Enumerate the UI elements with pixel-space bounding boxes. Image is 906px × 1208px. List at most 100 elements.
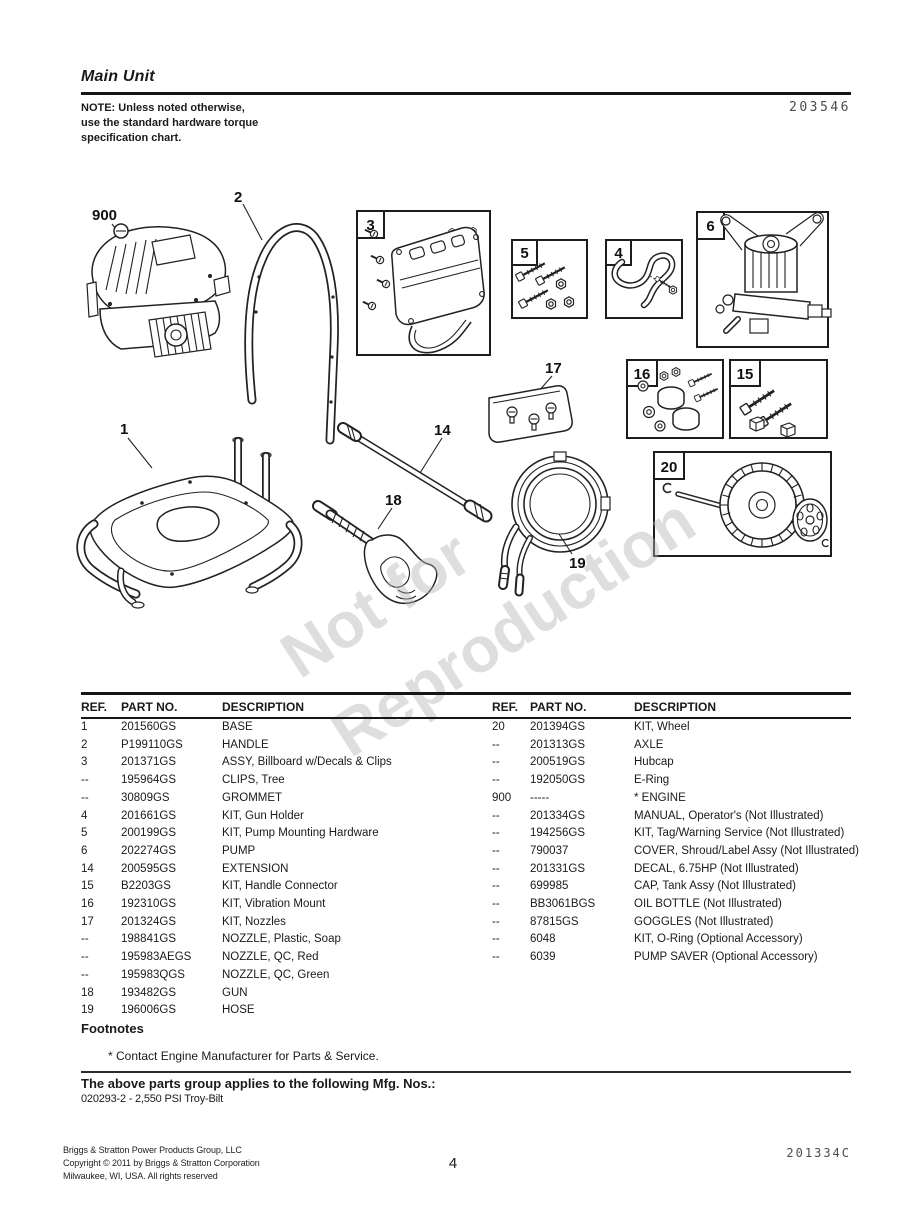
footer-doc-code: 201334C [786,1146,851,1160]
table-cell: 194256GS [530,827,585,840]
col-header-description: DESCRIPTION [222,700,305,714]
table-cell: PUMP [222,844,256,857]
table-cell: KIT, Handle Connector [222,880,338,893]
table-cell: 6 [81,844,88,857]
table-cell: 19 [81,1004,94,1017]
table-cell: -- [492,898,500,911]
table-cell: NOZZLE, QC, Red [222,951,319,964]
table-cell: 3 [81,756,88,769]
col-header-ref: REF. [492,700,519,714]
col-header-part-no: PART NO. [530,700,587,714]
table-cell: B2203GS [121,880,171,893]
table-cell: KIT, Nozzles [222,915,286,928]
table-cell: PUMP SAVER (Optional Accessory) [634,951,818,964]
table-cell: KIT, Tag/Warning Service (Not Illustrate… [634,827,845,840]
handle-connector-kit-drawing [729,359,828,439]
table-cell: 6039 [530,951,556,964]
note-line: NOTE: Unless noted otherwise, [81,102,245,114]
table-cell: KIT, Vibration Mount [222,898,326,911]
table-cell: 195964GS [121,774,176,787]
table-cell: HANDLE [222,738,269,751]
table-cell: 198841GS [121,933,176,946]
table-cell: KIT, Wheel [634,721,690,733]
table-cell: NOZZLE, Plastic, Soap [222,933,341,946]
table-cell: 201334GS [530,809,585,822]
table-cell: 201371GS [121,756,176,769]
callout-18: 18 [385,492,402,509]
table-cell: 192310GS [121,898,176,911]
table-cell: GUN [222,986,248,999]
table-row: -- 195983AEGS NOZZLE, QC, Red [81,949,486,967]
footer-company-block: Briggs & Stratton Power Products Group, … [63,1144,260,1183]
table-cell: 200519GS [530,756,585,769]
billboard-kit-drawing [356,210,491,356]
callout-17: 17 [545,360,562,377]
table-cell: MANUAL, Operator's (Not Illustrated) [634,809,824,822]
table-cell: -- [492,844,500,857]
table-cell: ----- [530,791,550,804]
callout-1: 1 [120,421,128,438]
callout-20: 20 [661,459,678,476]
callout-2: 2 [234,189,242,206]
table-cell: 200595GS [121,862,176,875]
table-header-rule [81,717,851,719]
table-cell: -- [492,862,500,875]
engine-drawing [86,223,231,358]
table-cell: -- [492,915,500,928]
table-cell: -- [81,951,89,964]
table-cell: KIT, Pump Mounting Hardware [222,827,379,840]
table-cell: 2 [81,738,88,751]
gun-holder-kit-drawing [605,239,683,319]
table-cell: 195983AEGS [121,951,192,964]
torque-note: NOTE: Unless noted otherwise, use the st… [81,101,258,146]
table-cell: 193482GS [121,986,176,999]
table-row: -- 201334GS MANUAL, Operator's (Not Illust… [492,808,851,826]
pump-hardware-kit-drawing [511,239,588,319]
footer-company-line: Milwaukee, WI, USA. All rights reserved [63,1171,218,1181]
gun-drawing [312,500,438,605]
table-cell: EXTENSION [222,862,289,875]
table-cell: -- [492,809,500,822]
callout-19: 19 [569,555,586,572]
table-cell: BB3061BGS [530,898,596,911]
title-rule [81,92,851,95]
table-cell: -- [492,933,500,946]
table-cell: 196006GS [121,1004,176,1017]
vibration-mount-kit-drawing [626,359,724,439]
table-cell: 201313GS [530,738,585,751]
note-line: use the standard hardware torque [81,117,259,129]
table-cell: * ENGINE [634,791,686,804]
table-cell: CAP, Tank Assy (Not Illustrated) [634,880,796,893]
table-cell: 17 [81,915,94,928]
table-cell: 195983QGS [121,968,185,981]
table-cell: 4 [81,809,88,822]
table-cell: -- [492,774,500,787]
table-cell: COVER, Shroud/Label Assy (Not Illustrate… [634,844,859,857]
extension-wand-drawing [337,422,493,523]
nozzle-kit-drawing [488,375,573,443]
table-cell: 20 [492,721,505,733]
table-cell: 15 [81,880,94,893]
table-cell: GOGGLES (Not Illustrated) [634,915,774,928]
callout-4: 4 [614,245,623,262]
callout-14: 14 [434,422,451,439]
table-header-row: REF. PART NO. DESCRIPTION [81,695,486,719]
footnotes-heading: Footnotes [81,1021,144,1036]
